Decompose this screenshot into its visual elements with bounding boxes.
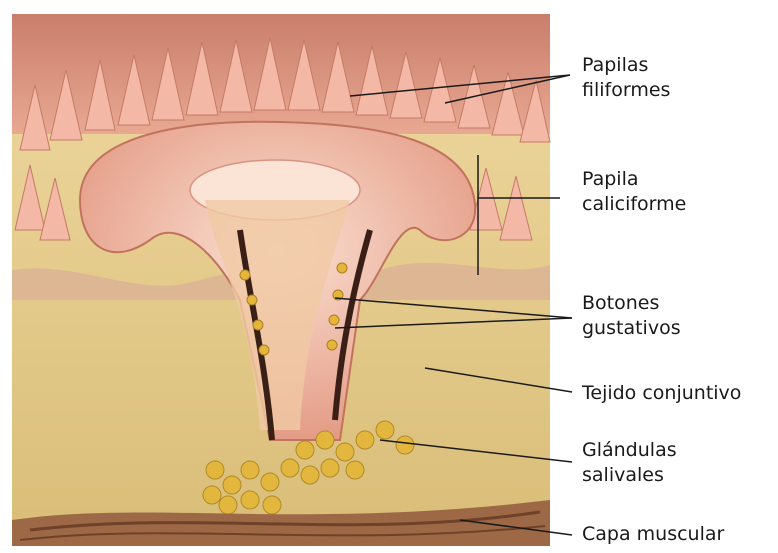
label-papilas-filiformes: Papilas filiformes (582, 53, 670, 103)
label-glandulas-salivales: Glándulas salivales (582, 438, 677, 488)
label-tejido-conjuntivo: Tejido conjuntivo (582, 381, 741, 406)
label-capa-muscular: Capa muscular (582, 522, 724, 547)
label-papila-caliciforme: Papila caliciforme (582, 167, 686, 217)
label-botones-gustativos: Botones gustativos (582, 291, 681, 341)
